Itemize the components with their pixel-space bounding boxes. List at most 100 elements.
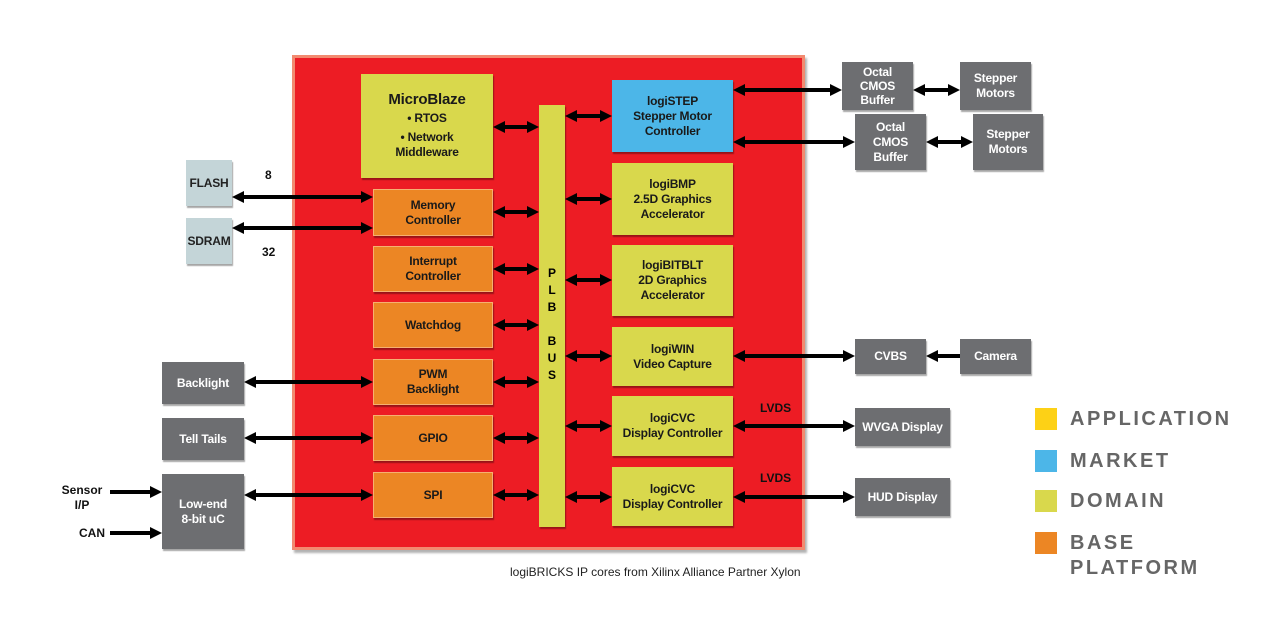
arrowhead — [733, 420, 745, 432]
microblaze-item: • RTOS — [407, 111, 447, 125]
arrowhead — [527, 319, 539, 331]
connection-arrow — [926, 136, 973, 148]
connection-arrow — [565, 110, 612, 122]
plb-bus: P L B B U S — [539, 105, 565, 527]
plb-bus-label: P L B B U S — [547, 266, 557, 382]
label: Tell Tails — [179, 431, 227, 446]
connection-arrow — [565, 350, 612, 362]
sdram-width-label: 32 — [262, 245, 276, 259]
arrowhead — [493, 263, 505, 275]
label: Controller — [405, 269, 461, 283]
can-label: CAN — [79, 526, 105, 540]
arrowhead — [493, 206, 505, 218]
connection-arrow — [493, 489, 539, 501]
label: Octal — [875, 119, 905, 134]
connection-arrow — [565, 193, 612, 205]
label: SPI — [423, 487, 443, 502]
arrowhead — [948, 84, 960, 96]
legend-label: MARKET — [1070, 450, 1171, 472]
arrowhead — [527, 432, 539, 444]
arrowhead — [565, 491, 577, 503]
connection-arrow — [244, 432, 373, 444]
arrowhead — [565, 274, 577, 286]
arrowhead — [493, 121, 505, 133]
label: Accelerator — [640, 288, 705, 302]
label: Camera — [974, 349, 1017, 363]
label: Video Capture — [633, 356, 712, 371]
label: Memory — [410, 197, 456, 212]
wvga-display-block: WVGA Display — [855, 408, 950, 446]
label: Backlight — [176, 375, 230, 390]
arrowhead — [361, 376, 373, 388]
arrowhead — [527, 376, 539, 388]
arrowhead — [733, 136, 745, 148]
arrowhead — [361, 191, 373, 203]
flash-block: FLASH — [186, 160, 232, 206]
legend-label: APPLICATION — [1070, 408, 1232, 430]
label: Controller — [405, 212, 461, 227]
arrowhead — [913, 84, 925, 96]
connection-arrow — [493, 432, 539, 444]
connection-arrow — [110, 486, 162, 498]
label: Stepper Motor — [633, 108, 712, 123]
label: logiCVC — [649, 481, 696, 496]
label: CMOS — [872, 134, 909, 149]
arrowhead — [244, 432, 256, 444]
label: Backlight — [406, 382, 460, 396]
tell-tails-block: Tell Tails — [162, 418, 244, 460]
arrowhead — [600, 110, 612, 122]
connection-arrow — [493, 263, 539, 275]
arrowhead — [527, 206, 539, 218]
connection-arrow — [733, 350, 855, 362]
label: Stepper — [986, 127, 1030, 141]
legend-swatch — [1035, 490, 1057, 512]
arrowhead — [565, 350, 577, 362]
connection-arrow — [565, 491, 612, 503]
arrowhead — [150, 486, 162, 498]
arrowhead — [926, 136, 938, 148]
arrowhead — [843, 420, 855, 432]
arrowhead — [565, 420, 577, 432]
label: Low-end — [179, 496, 227, 511]
connection-arrow — [493, 206, 539, 218]
connection-arrow — [493, 376, 539, 388]
arrowhead — [830, 84, 842, 96]
microblaze-title: MicroBlaze — [388, 91, 466, 108]
connection-arrow — [733, 491, 855, 503]
arrowhead — [843, 491, 855, 503]
arrowhead — [527, 263, 539, 275]
arrowhead — [493, 319, 505, 331]
label: 2D Graphics — [638, 273, 707, 287]
watchdog-block: Watchdog — [373, 302, 493, 348]
label: PWM — [418, 367, 448, 381]
microblaze-item: Middleware — [395, 145, 459, 159]
label: CMOS — [859, 79, 896, 93]
gpio-block: GPIO — [373, 415, 493, 461]
connection-arrow — [232, 222, 373, 234]
label: Buffer — [860, 93, 895, 107]
arrowhead — [361, 489, 373, 501]
hud-display-block: HUD Display — [855, 478, 950, 516]
arrowhead — [361, 222, 373, 234]
label: Motors — [976, 86, 1015, 100]
connection-arrow — [913, 84, 960, 96]
label: Controller — [644, 123, 701, 138]
arrowhead — [733, 491, 745, 503]
legend-swatch — [1035, 450, 1057, 472]
arrowhead — [361, 432, 373, 444]
arrowhead — [733, 350, 745, 362]
label: 8-bit uC — [181, 511, 225, 526]
arrowhead — [527, 121, 539, 133]
legend-swatch — [1035, 532, 1057, 554]
